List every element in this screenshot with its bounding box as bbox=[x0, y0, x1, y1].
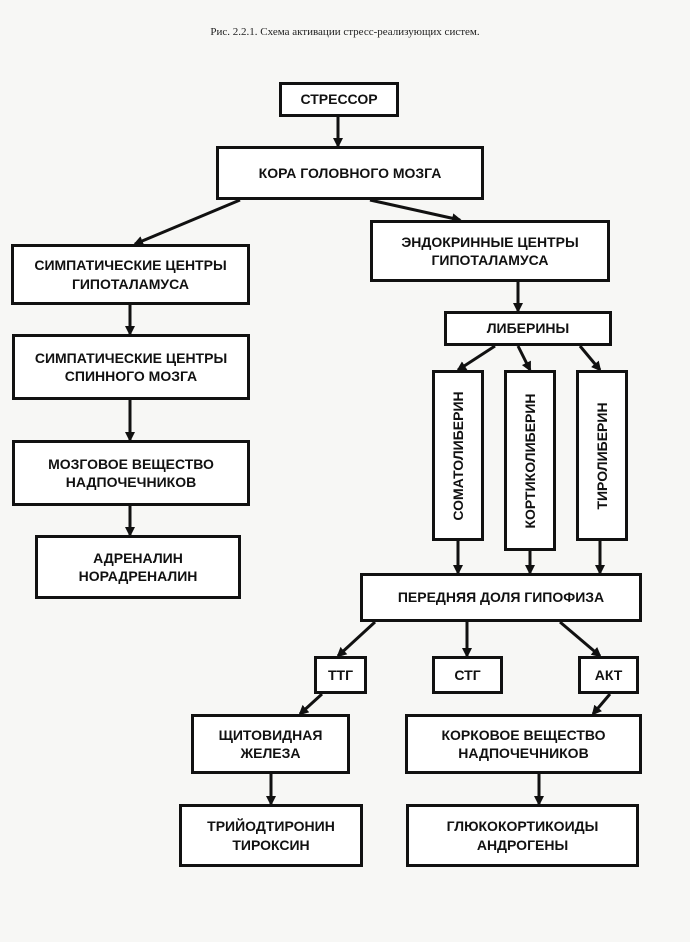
tiroliberin-box: ТИРОЛИБЕРИН bbox=[576, 370, 628, 541]
somatoliberin-box: СОМАТОЛИБЕРИН bbox=[432, 370, 484, 541]
arrow-pituitary-ttg bbox=[336, 620, 377, 658]
sympathetic-hypothalamus-box: СИМПАТИЧЕСКИЕ ЦЕНТРЫ ГИПОТАЛАМУСА bbox=[11, 244, 250, 305]
akt-box: АКТ bbox=[578, 656, 639, 694]
adrenaline-box: АДРЕНАЛИН НОРАДРЕНАЛИН bbox=[35, 535, 241, 599]
liberins-box: ЛИБЕРИНЫ bbox=[444, 311, 612, 346]
corticoliberin-box: КОРТИКОЛИБЕРИН bbox=[504, 370, 556, 551]
arrow-akt-adrenalcortex bbox=[591, 693, 612, 716]
cerebral-cortex-box: КОРА ГОЛОВНОГО МОЗГА bbox=[216, 146, 484, 200]
endocrine-hypothalamus-box: ЭНДОКРИННЫЕ ЦЕНТРЫ ГИПОТАЛАМУСА bbox=[370, 220, 610, 282]
arrow-liberins-cortico bbox=[516, 345, 532, 372]
arrow-pituitary-akt bbox=[559, 620, 602, 658]
anterior-pituitary-box: ПЕРЕДНЯЯ ДОЛЯ ГИПОФИЗА bbox=[360, 573, 642, 622]
tiroliberin-label: ТИРОЛИБЕРИН bbox=[594, 401, 610, 510]
ttg-box: ТТГ bbox=[314, 656, 367, 694]
corticoliberin-label: КОРТИКОЛИБЕРИН bbox=[522, 392, 538, 529]
adrenal-medulla-box: МОЗГОВОЕ ВЕЩЕСТВО НАДПОЧЕЧНИКОВ bbox=[12, 440, 250, 506]
figure-caption: Рис. 2.2.1. Схема активации стресс-реали… bbox=[210, 26, 480, 38]
cortex-hormones-box: ГЛЮКОКОРТИКОИДЫ АНДРОГЕНЫ bbox=[406, 804, 639, 867]
somatoliberin-label: СОМАТОЛИБЕРИН bbox=[450, 390, 466, 521]
arrow-liberins-tiro bbox=[578, 345, 602, 372]
arrow-cortex-endocrine bbox=[369, 198, 462, 224]
sympathetic-spinal-box: СИМПАТИЧЕСКИЕ ЦЕНТРЫ СПИННОГО МОЗГА bbox=[12, 334, 250, 400]
arrow-liberins-somato bbox=[456, 344, 496, 372]
arrow-ttg-thyroid bbox=[298, 692, 324, 716]
thyroid-hormones-box: ТРИЙОДТИРОНИН ТИРОКСИН bbox=[179, 804, 363, 867]
stressor-box: СТРЕССОР bbox=[279, 82, 399, 117]
thyroid-gland-box: ЩИТОВИДНАЯ ЖЕЛЕЗА bbox=[191, 714, 350, 774]
arrow-cortex-sympathetic bbox=[133, 198, 241, 246]
adrenal-cortex-box: КОРКОВОЕ ВЕЩЕСТВО НАДПОЧЕЧНИКОВ bbox=[405, 714, 642, 774]
stg-box: СТГ bbox=[432, 656, 503, 694]
